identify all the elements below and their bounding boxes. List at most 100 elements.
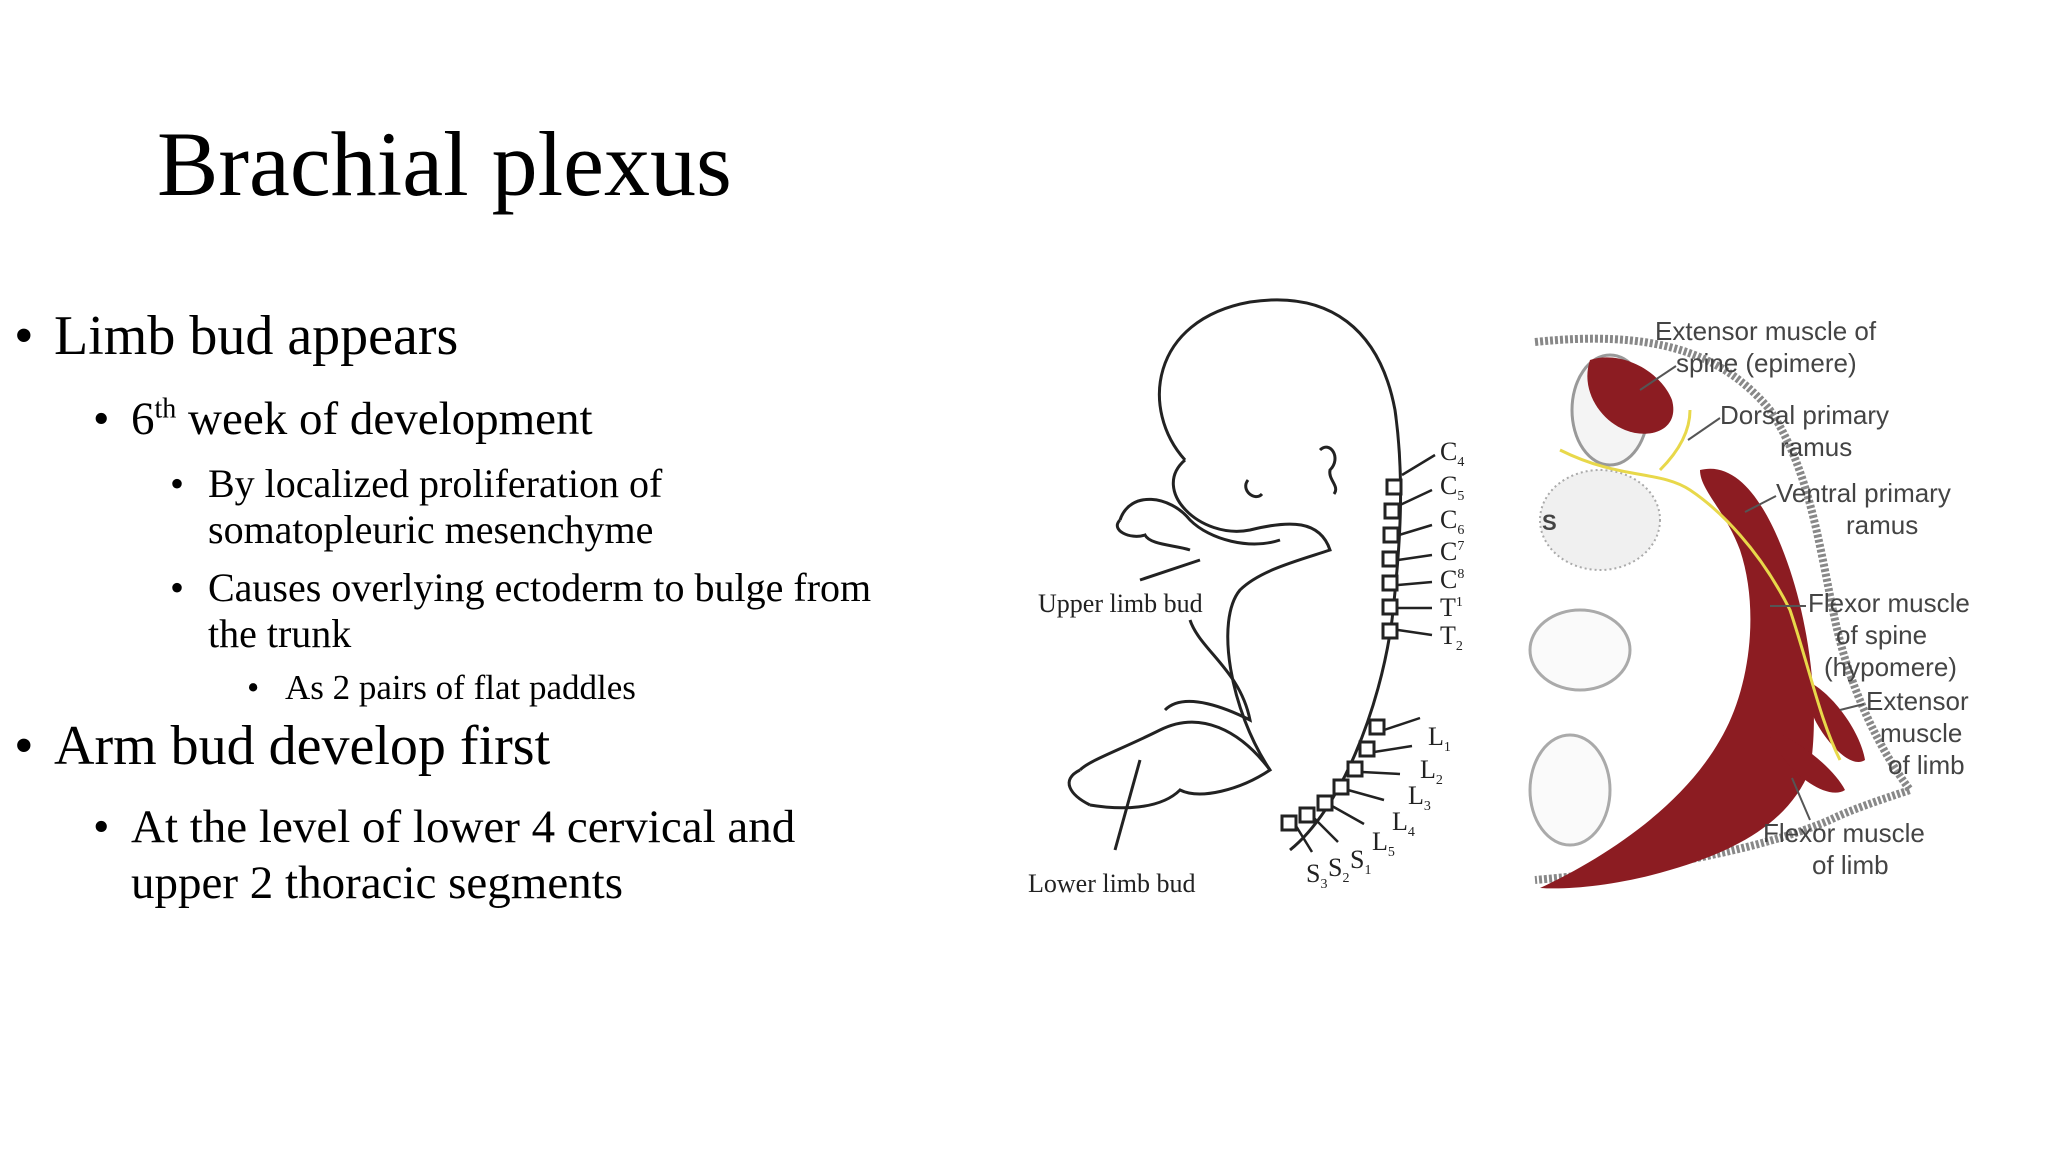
flexor-muscle-spine <box>1540 468 1814 889</box>
label-ventral-1: Ventral primary <box>1776 478 1951 508</box>
dorsal-ramus-nerve <box>1658 409 1692 472</box>
segment-c7: C7 <box>1440 537 1464 566</box>
extensor-muscle-limb <box>1804 680 1865 762</box>
lower-limb-pointer <box>1113 759 1142 851</box>
bullet-proliferation-line1: By localized proliferation of <box>208 461 663 506</box>
ventral-ramus-nerve <box>1559 448 1842 761</box>
segment-t2: T2 <box>1440 621 1463 654</box>
segment-t1: T1 <box>1440 593 1463 622</box>
segment-box <box>1381 550 1399 568</box>
bullet-cervical-line2: upper 2 thoracic segments <box>131 857 624 909</box>
bullet-marker: • <box>170 565 185 610</box>
extensor-muscle-spine <box>1587 357 1674 434</box>
segment-c8: C8 <box>1440 565 1464 594</box>
upper-limb-hand <box>1116 518 1191 552</box>
segment-tick <box>1361 770 1401 776</box>
bullet-marker: • <box>247 668 260 707</box>
lower-limb <box>1078 720 1273 810</box>
segment-box <box>1381 622 1399 640</box>
slide-title: Brachial plexus <box>157 113 732 215</box>
label-ventral-2: ramus <box>1846 510 1918 540</box>
segment-tick <box>1397 553 1433 562</box>
flexor-muscle-limb <box>1769 730 1845 793</box>
segment-tick <box>1313 817 1339 843</box>
label-extensor-limb-3: of limb <box>1888 750 1965 780</box>
label-extensor-limb-1: Extensor <box>1866 686 1969 716</box>
leader-dorsal <box>1687 417 1721 441</box>
embryo-diagram: C4 C5 C6 C7 C8 T1 T2 L1 L2 L3 L4 L5 S1 S… <box>1028 298 2030 930</box>
segment-box <box>1381 598 1399 616</box>
section-letter: S <box>1542 510 1557 535</box>
upper-limb <box>1118 497 1281 546</box>
segment-box <box>1358 740 1376 758</box>
segment-tick <box>1383 716 1421 732</box>
embryo-ear <box>1318 445 1338 495</box>
segment-tick <box>1347 788 1385 802</box>
bullet-6th-week: 6th week of development <box>131 392 593 446</box>
upper-limb-bud-label: Upper limb bud <box>1038 589 1203 618</box>
bullet-marker: • <box>14 305 34 367</box>
bullet-arm-bud: Arm bud develop first <box>54 715 551 777</box>
segment-s3: S3 <box>1306 859 1327 892</box>
segment-box <box>1346 760 1364 778</box>
segment-l1: L1 <box>1428 722 1451 755</box>
segment-c6: C6 <box>1440 505 1464 538</box>
leader-ventral <box>1744 495 1777 513</box>
lower-limb-foot <box>1067 768 1091 807</box>
segment-tick <box>1373 744 1413 754</box>
upper-limb-pointer <box>1139 558 1201 582</box>
segment-box <box>1382 526 1400 544</box>
segment-box <box>1368 718 1386 736</box>
bullet-ectoderm-line2: the trunk <box>208 611 352 656</box>
label-extensor-spine-2: spine (epimere) <box>1676 348 1857 378</box>
segment-box <box>1280 814 1298 832</box>
label-flexor-spine-2: of spine <box>1836 620 1927 650</box>
embryo-front-outline <box>1171 458 1332 771</box>
bullet-marker: • <box>93 393 110 445</box>
segment-c5: C5 <box>1440 471 1464 504</box>
week-rest: week of development <box>176 393 593 445</box>
bullet-flat-paddles: As 2 pairs of flat paddles <box>285 668 636 707</box>
leader-flexor-limb <box>1791 777 1811 821</box>
segment-tick <box>1397 628 1433 637</box>
segment-c4: C4 <box>1440 437 1464 470</box>
vertebral-body <box>1539 469 1661 571</box>
segment-s2: S2 <box>1328 853 1349 886</box>
segment-tick <box>1294 825 1314 853</box>
week-number: 6 <box>131 393 155 445</box>
bullet-marker: • <box>170 461 185 506</box>
segment-tick <box>1401 453 1436 477</box>
cross-section-diagram: S Extensor muscle of spine (epimere) Dor… <box>1528 316 2030 930</box>
bullet-ectoderm-line1: Causes overlying ectoderm to bulge from <box>208 565 872 610</box>
segment-box <box>1383 502 1401 520</box>
lower-limb-upper <box>1163 619 1253 723</box>
section-ectoderm <box>1534 334 1917 884</box>
week-suffix: th <box>154 393 177 425</box>
segment-s1: S1 <box>1350 845 1371 878</box>
segment-box <box>1298 806 1316 824</box>
bullet-limb-bud-appears: Limb bud appears <box>54 305 459 367</box>
bullet-marker: • <box>14 715 34 777</box>
label-flexor-spine-3: (hypomere) <box>1824 652 1957 682</box>
lower-limb-bud-label: Lower limb bud <box>1028 869 1196 898</box>
gut <box>1528 733 1612 847</box>
label-dorsal-1: Dorsal primary <box>1720 400 1889 430</box>
body-cavity <box>1528 608 1632 692</box>
segment-box <box>1316 794 1334 812</box>
bullet-cervical-line1: At the level of lower 4 cervical and <box>131 801 796 853</box>
segment-box <box>1385 478 1403 496</box>
embryo-back-outline <box>1157 298 1403 852</box>
segment-l4: L4 <box>1392 807 1415 840</box>
label-flexor-limb-2: of limb <box>1812 850 1889 880</box>
label-extensor-spine-1: Extensor muscle of <box>1655 316 1877 346</box>
segment-tick <box>1399 488 1433 507</box>
segment-tick <box>1398 523 1433 537</box>
label-flexor-spine-1: Flexor muscle <box>1808 588 1970 618</box>
leader-extensor-limb <box>1839 703 1865 711</box>
bullet-proliferation-line2: somatopleuric mesenchyme <box>208 507 654 552</box>
segment-box <box>1381 574 1399 592</box>
label-dorsal-2: ramus <box>1780 432 1852 462</box>
segment-tick <box>1397 580 1433 587</box>
segment-tick <box>1331 804 1365 826</box>
